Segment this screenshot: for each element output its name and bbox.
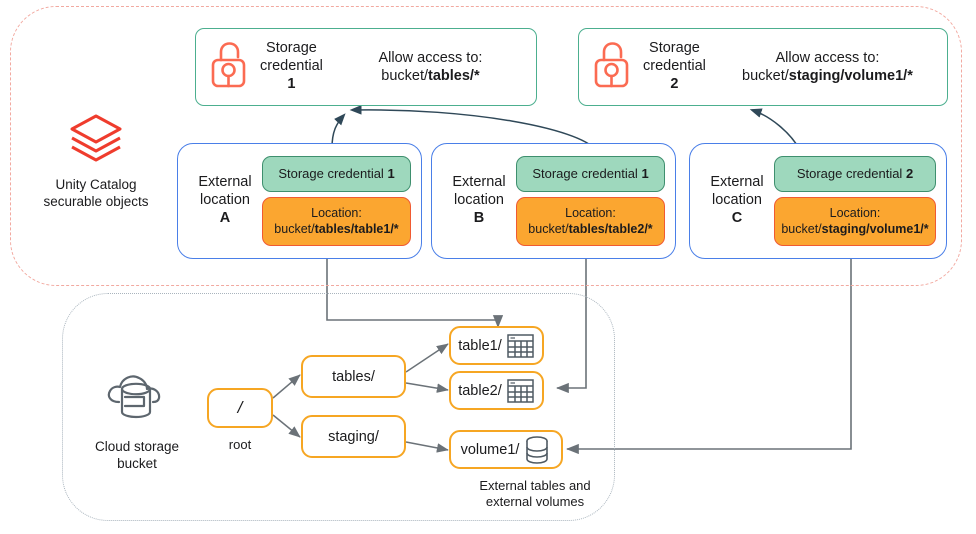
external-location-c-credential-prefix: Storage credential — [796, 166, 906, 182]
external-location-c-credential-number: 2 — [905, 166, 914, 182]
storage-credential-1-title: Storage credential 1 — [260, 23, 323, 111]
node-table2[interactable]: table2/ — [449, 371, 544, 410]
node-volume1-label: volume1/ — [460, 441, 520, 458]
volume-icon — [523, 435, 551, 465]
node-staging[interactable]: staging/ — [301, 415, 406, 458]
external-location-a-label-line2: location — [200, 192, 250, 209]
databricks-logo-icon — [16, 112, 176, 169]
storage-credential-2-title: Storage credential 2 — [643, 23, 706, 111]
node-volume1[interactable]: volume1/ — [449, 430, 563, 469]
unity-catalog-container — [10, 6, 962, 286]
external-location-a[interactable]: External location A Storage credential 1… — [177, 143, 422, 259]
storage-credential-2-access-label: Allow access to: — [775, 49, 880, 66]
external-objects-caption-line1: External tables and — [479, 478, 591, 493]
node-tables-label: tables/ — [332, 368, 375, 385]
external-objects-caption: External tables and external volumes — [430, 478, 640, 511]
external-location-b-label: External location B — [442, 174, 516, 227]
node-table2-label: table2/ — [458, 382, 502, 399]
storage-credential-card-1[interactable]: Storage credential 1 Allow access to: bu… — [195, 28, 537, 106]
unity-catalog-legend-line1: Unity Catalog — [55, 176, 137, 192]
external-location-c-location-bold: staging/volume1/* — [821, 222, 929, 237]
storage-credential-2-path-prefix: bucket/ — [742, 68, 789, 84]
node-table1[interactable]: table1/ — [449, 326, 544, 365]
unity-catalog-legend-line2: securable objects — [43, 193, 149, 209]
storage-credential-1-access-label: Allow access to: — [378, 49, 483, 66]
external-location-b-location-bold: tables/table2/* — [568, 222, 653, 237]
node-table1-label: table1/ — [458, 337, 502, 354]
external-location-a-location-chip[interactable]: Location: bucket/tables/table1/* — [262, 197, 411, 246]
external-location-a-credential-prefix: Storage credential — [278, 166, 388, 182]
external-location-b-location-label: Location: — [565, 206, 616, 221]
external-location-a-location-label: Location: — [311, 206, 362, 221]
cloud-storage-legend-line1: Cloud storage — [94, 438, 180, 454]
storage-credential-1-title-line1: Storage — [266, 40, 317, 57]
external-objects-caption-line2: external volumes — [485, 494, 585, 510]
storage-credential-1-access: Allow access to: bucket/tables/* — [337, 49, 524, 85]
external-location-c-location-chip[interactable]: Location: bucket/staging/volume1/* — [774, 197, 936, 246]
cloud-storage-legend: Cloud storage bucket — [57, 366, 217, 473]
external-location-c[interactable]: External location C Storage credential 2… — [689, 143, 947, 259]
cloud-storage-icon — [57, 366, 217, 431]
storage-credential-2-access: Allow access to: bucket/staging/volume1/… — [720, 49, 935, 85]
storage-credential-1-title-line2: credential — [260, 58, 323, 75]
external-location-a-credential-number: 1 — [387, 166, 395, 182]
storage-credential-2-number: 2 — [670, 75, 679, 92]
external-location-a-location-bold: tables/table1/* — [314, 222, 399, 237]
external-location-a-label: External location A — [188, 174, 262, 227]
node-root-caption: root — [228, 437, 252, 452]
external-location-c-location-prefix: bucket/ — [781, 222, 822, 237]
storage-credential-1-path-prefix: bucket/ — [381, 68, 429, 84]
external-location-b-label-line1: External — [452, 174, 506, 191]
node-root-label: / — [237, 398, 243, 417]
external-location-c-credential-chip[interactable]: Storage credential 2 — [774, 156, 936, 193]
external-location-c-location-label: Location: — [829, 206, 881, 221]
storage-credential-2-title-line2: credential — [643, 58, 706, 75]
external-location-a-credential-chip[interactable]: Storage credential 1 — [262, 156, 411, 193]
external-location-b-location-prefix: bucket/ — [528, 222, 569, 237]
storage-credential-2-title-line1: Storage — [649, 40, 700, 57]
node-staging-label: staging/ — [328, 428, 379, 445]
node-root[interactable]: / — [207, 388, 273, 428]
external-location-b-location-chip[interactable]: Location: bucket/tables/table2/* — [516, 197, 665, 246]
storage-credential-2-path-bold: staging/volume1/* — [788, 68, 913, 84]
external-location-c-label-line1: External — [710, 174, 764, 191]
node-tables[interactable]: tables/ — [301, 355, 406, 398]
external-location-b-letter: B — [473, 209, 485, 226]
external-location-c-letter: C — [731, 209, 743, 226]
cloud-storage-container — [62, 293, 615, 521]
open-padlock-icon — [591, 41, 633, 94]
external-location-b-label-line2: location — [454, 192, 504, 209]
external-location-b-credential-prefix: Storage credential — [532, 166, 642, 182]
external-location-b[interactable]: External location B Storage credential 1… — [431, 143, 676, 259]
table-icon — [506, 333, 535, 359]
external-location-a-letter: A — [219, 209, 231, 226]
table-icon — [506, 378, 535, 404]
unity-catalog-legend: Unity Catalog securable objects — [16, 112, 176, 211]
storage-credential-1-number: 1 — [287, 75, 296, 92]
external-location-c-label-line2: location — [712, 192, 762, 209]
external-location-a-location-prefix: bucket/ — [274, 222, 315, 237]
storage-credential-1-path-bold: tables/* — [428, 68, 480, 84]
external-location-a-label-line1: External — [198, 174, 252, 191]
external-location-c-label: External location C — [700, 174, 774, 227]
open-padlock-icon — [208, 41, 250, 94]
storage-credential-card-2[interactable]: Storage credential 2 Allow access to: bu… — [578, 28, 948, 106]
external-location-b-credential-number: 1 — [641, 166, 649, 182]
external-location-b-credential-chip[interactable]: Storage credential 1 — [516, 156, 665, 193]
cloud-storage-legend-line2: bucket — [117, 455, 157, 471]
